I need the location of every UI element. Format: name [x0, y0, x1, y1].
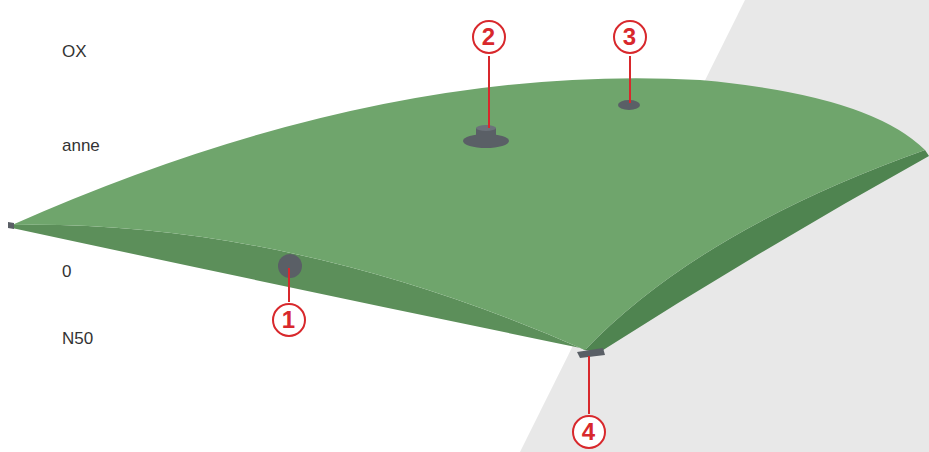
leader-line: [588, 356, 590, 414]
callout-number: 4: [572, 415, 606, 449]
tank-top-surface: [12, 78, 925, 350]
corner-fitting: [577, 348, 605, 358]
legend-text: OX: [62, 42, 87, 62]
corner-fitting: [8, 222, 14, 229]
leader-line: [288, 268, 290, 302]
legend-text: N50: [62, 329, 93, 349]
leader-line: [629, 56, 631, 103]
legend-text: anne: [62, 136, 100, 156]
leader-line: [488, 56, 490, 128]
callout-number: 1: [272, 303, 306, 337]
callout-number: 3: [613, 20, 647, 54]
top-fitting-cap: [476, 125, 496, 131]
callout-number: 2: [472, 20, 506, 54]
legend-text: 0: [62, 262, 71, 282]
